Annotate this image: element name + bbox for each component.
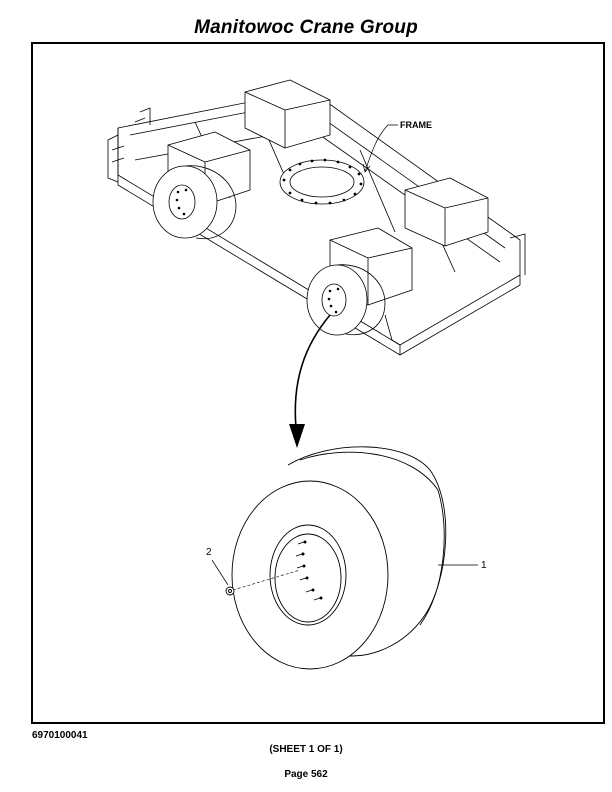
item-1-label: 1 bbox=[481, 560, 487, 571]
carrier-frame-drawing bbox=[107, 79, 526, 356]
frame-callout-label: FRAME bbox=[400, 120, 432, 130]
page-title: Manitowoc Crane Group bbox=[194, 17, 418, 38]
item-2-label: 2 bbox=[206, 547, 212, 558]
drawing-border bbox=[31, 42, 605, 724]
drawing-number: 6970100041 bbox=[32, 730, 88, 741]
sheet-label: (SHEET 1 OF 1) bbox=[269, 744, 343, 755]
wheel-assembly-detail bbox=[225, 446, 447, 670]
item-2-callout bbox=[211, 559, 229, 586]
lug-nuts bbox=[295, 541, 321, 601]
page-number: Page 562 bbox=[284, 769, 328, 780]
detail-arrow bbox=[289, 314, 331, 448]
frame-callout bbox=[362, 124, 398, 173]
